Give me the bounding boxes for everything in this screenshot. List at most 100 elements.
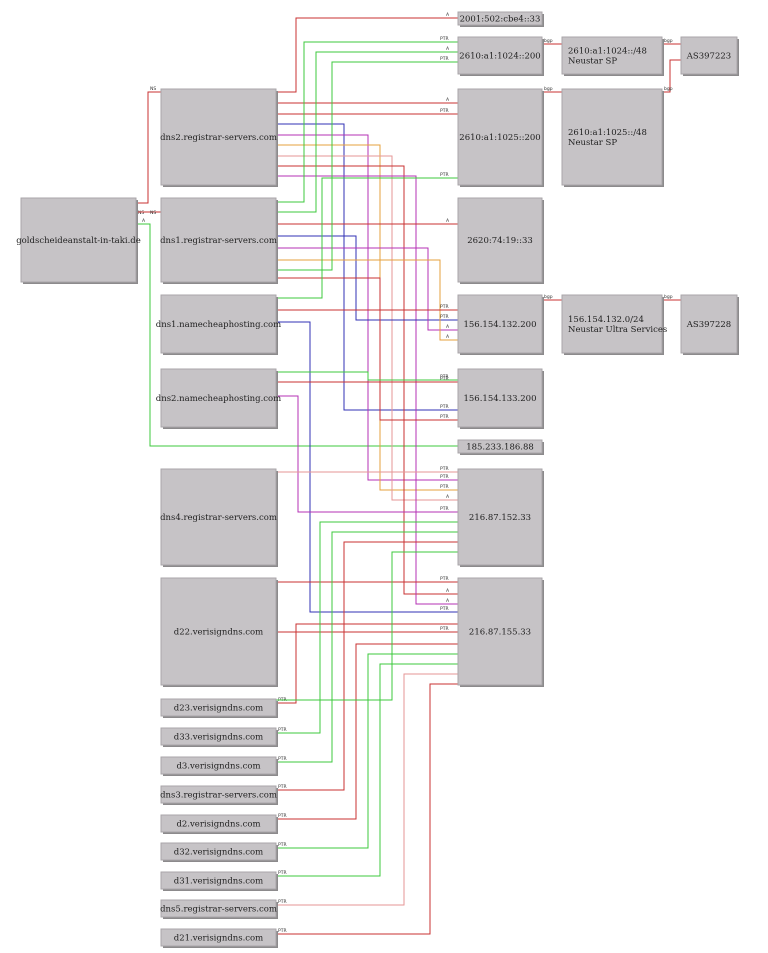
- node-label: 2620:74:19::33: [467, 236, 533, 246]
- edge-d21: [276, 683, 458, 935]
- edge-label: PTR: [440, 36, 449, 42]
- edge-d32: [276, 653, 458, 849]
- edge-label: PTR: [440, 626, 449, 632]
- edge-label: PTR: [440, 414, 449, 420]
- edge-label: A: [446, 598, 450, 604]
- node-box: [457, 468, 543, 566]
- edge-a-185: [136, 223, 458, 447]
- node-dns5-registrar: dns5.registrar-servers.com: [160, 899, 278, 919]
- edge-d2: [276, 643, 458, 820]
- node-label: Neustar SP: [568, 57, 617, 67]
- node-label: AS397228: [686, 320, 731, 330]
- edge-label: A: [446, 12, 450, 18]
- edge-ns-dns2: [136, 91, 161, 204]
- node-dns3-registrar: dns3.registrar-servers.com: [160, 785, 278, 805]
- edge-label: PTR: [278, 842, 287, 848]
- edge-label: A: [142, 218, 146, 224]
- edge-label: PTR: [278, 784, 287, 790]
- edge-label: PTR: [440, 314, 449, 320]
- node-d33-verisign: d33.verisigndns.com: [160, 727, 278, 747]
- edge-label: PTR: [278, 928, 287, 934]
- node-as-b: AS397228: [680, 294, 739, 355]
- edge-dns2-pink: [276, 155, 458, 501]
- edge-label: A: [446, 494, 450, 500]
- edge-d23: [276, 623, 458, 704]
- node-box: [457, 294, 543, 354]
- edge-label: NS: [138, 210, 144, 216]
- node-box: [160, 899, 277, 918]
- edge-label: PTR: [278, 727, 287, 733]
- edge-dns2-ip4d: [276, 134, 458, 481]
- edge-label: PTR: [440, 576, 449, 582]
- node-d23-verisign: d23.verisigndns.com: [160, 698, 278, 718]
- edge-d31: [276, 663, 458, 877]
- edge-label: A: [446, 588, 450, 594]
- node-label: 156.154.132.200: [463, 320, 536, 330]
- node-label: Neustar Ultra Services: [568, 325, 667, 335]
- edge-label: PTR: [440, 374, 449, 380]
- node-label: goldscheideanstalt-in-taki.de: [16, 236, 141, 246]
- edge-label: A: [446, 97, 450, 103]
- node-ip6-a: 2001:502:cbe4::33: [457, 11, 544, 27]
- edge-d3: [276, 531, 458, 763]
- node-box: [160, 756, 277, 775]
- node-label: 2610:a1:1024::/48: [568, 47, 647, 57]
- node-box: [457, 439, 543, 454]
- edge-label: bgp: [544, 86, 553, 92]
- node-box: [160, 294, 277, 354]
- node-ip4-d: 216.87.152.33: [457, 468, 544, 567]
- edge-nc2-ip4d: [276, 395, 458, 513]
- edge-label: A: [446, 334, 450, 340]
- node-d2-verisign: d2.verisigndns.com: [160, 814, 278, 834]
- node-box: [160, 197, 277, 283]
- node-ip6-b: 2610:a1:1024::200: [457, 36, 544, 76]
- edge-label: PTR: [440, 484, 449, 490]
- node-box: [680, 294, 738, 354]
- node-ip6-d: 2620:74:19::33: [457, 197, 544, 284]
- edge-dns1-ip4a2: [276, 247, 458, 331]
- node-dns1-namecheap: dns1.namecheaphosting.com: [156, 294, 281, 355]
- node-label: dns2.registrar-servers.com: [160, 133, 277, 143]
- node-label: d32.verisigndns.com: [174, 848, 264, 858]
- edge-label: PTR: [278, 899, 287, 905]
- node-ip6-c: 2610:a1:1025::200: [457, 88, 544, 187]
- node-dns2-registrar: dns2.registrar-servers.com: [160, 88, 278, 187]
- edge-extra-green: [276, 551, 458, 701]
- node-d22-verisign: d22.verisigndns.com: [160, 577, 278, 687]
- node-box: [457, 197, 543, 283]
- node-box: [160, 88, 277, 186]
- edge-dns2-ip4e2: [276, 175, 458, 605]
- edge-label: PTR: [278, 870, 287, 876]
- node-d21-verisign: d21.verisigndns.com: [160, 928, 278, 948]
- node-box: [561, 88, 663, 186]
- edge-label: PTR: [278, 813, 287, 819]
- edge-label: PTR: [440, 376, 449, 382]
- edge-bgp-as-a2: [662, 59, 681, 93]
- node-label: 2610:a1:1025::/48: [568, 128, 647, 138]
- edge-label: PTR: [440, 172, 449, 178]
- node-ip4-c: 185.233.186.88: [457, 439, 544, 455]
- node-label: d31.verisigndns.com: [174, 877, 264, 887]
- node-ip4-a: 156.154.132.200: [457, 294, 544, 355]
- node-label: d23.verisigndns.com: [174, 704, 264, 714]
- node-label: d33.verisigndns.com: [174, 733, 264, 743]
- node-label: 216.87.155.33: [469, 628, 531, 638]
- edge-d33: [276, 521, 458, 734]
- node-box: [561, 294, 663, 354]
- edge-label: PTR: [440, 506, 449, 512]
- node-box: [561, 36, 663, 75]
- node-d3-verisign: d3.verisigndns.com: [160, 756, 278, 776]
- edge-nc1-ip6c: [276, 177, 458, 299]
- node-box: [457, 577, 543, 686]
- node-label: d22.verisigndns.com: [174, 628, 264, 638]
- node-label: dns1.namecheaphosting.com: [156, 320, 281, 330]
- node-label: AS397223: [686, 52, 731, 62]
- node-label: 2610:a1:1024::200: [459, 52, 540, 62]
- edge-dns2-ip6a: [276, 17, 458, 93]
- node-label: dns1.registrar-servers.com: [160, 236, 277, 246]
- edge-label: NS: [150, 210, 156, 216]
- node-label: d3.verisigndns.com: [176, 762, 260, 772]
- node-root: goldscheideanstalt-in-taki.de: [16, 197, 141, 284]
